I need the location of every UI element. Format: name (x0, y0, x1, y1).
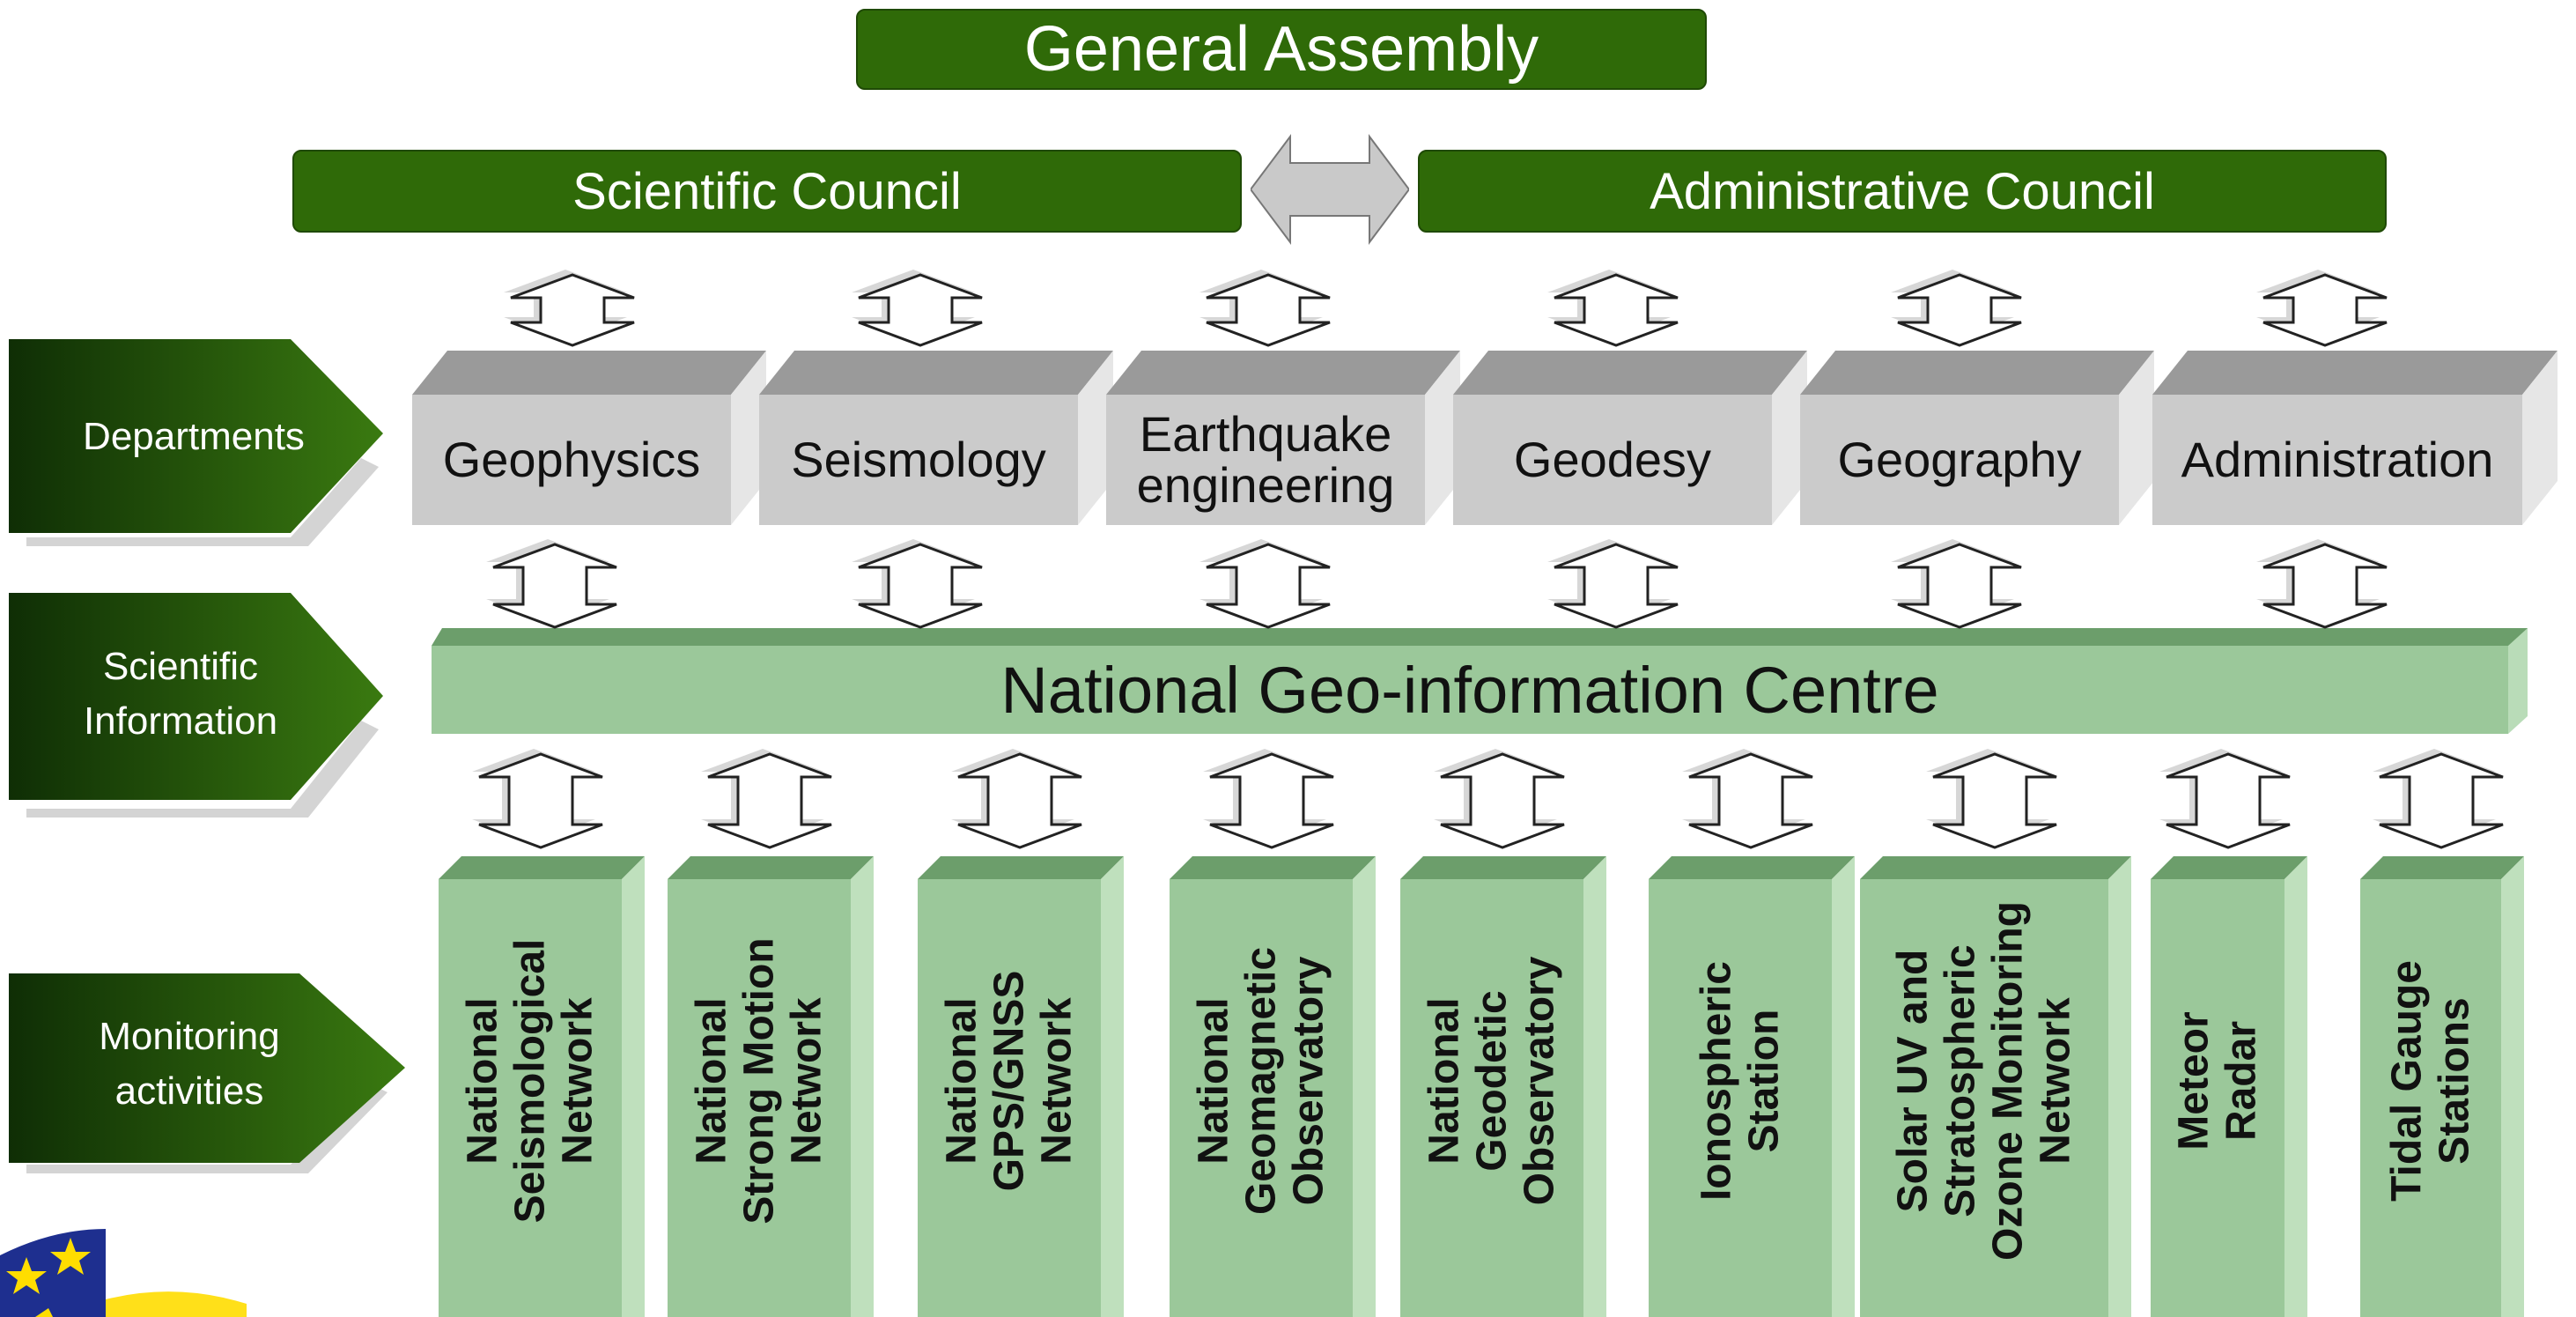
monitoring-text-1: Monitoring (99, 1015, 280, 1058)
department-box-top (1800, 351, 2154, 395)
department-label: Geography (1837, 432, 2082, 487)
vertical-double-arrow-icon (2256, 270, 2388, 347)
department-label: Earthquake engineering (1136, 406, 1395, 513)
organization-logo (0, 1229, 247, 1317)
monitoring-column (439, 856, 645, 1317)
department-box (412, 395, 731, 525)
centre-label: National Geo-information Centre (1000, 653, 1939, 727)
vertical-double-arrow-icon (1547, 539, 1679, 629)
departments-row-label: Departments (18, 410, 370, 464)
national-geo-information-centre: National Geo-information Centre (432, 646, 2508, 734)
department-box-top (412, 351, 766, 395)
vertical-double-arrow-icon (852, 539, 983, 629)
department-box (1106, 395, 1425, 525)
vertical-double-arrow-icon (486, 539, 617, 629)
monitoring-label: Tidal Gauge Stations (2383, 959, 2477, 1202)
department-label: Administration (2181, 432, 2494, 487)
department-box-top (1106, 351, 1460, 395)
department-box-side (2522, 351, 2558, 525)
department-box (1800, 395, 2119, 525)
monitoring-column (1170, 856, 1376, 1317)
vertical-double-arrow-icon (1926, 749, 2057, 849)
department-box-top (1453, 351, 1807, 395)
monitoring-label: Ionospheric Station (1693, 960, 1787, 1201)
scientific-council-box: Scientific Council (292, 150, 1242, 233)
department-box-side (2119, 351, 2154, 525)
monitoring-label: National Strong Motion Network (688, 936, 830, 1225)
monitoring-text-2: activities (114, 1069, 264, 1113)
monitoring-column (1860, 856, 2131, 1317)
vertical-double-arrow-icon (472, 749, 603, 849)
departments-row-text: Departments (83, 415, 305, 458)
department-label: Geodesy (1513, 432, 1712, 487)
vertical-double-arrow-icon (852, 270, 983, 347)
department-box (759, 395, 1078, 525)
monitoring-label: National Geodetic Observatory (1421, 956, 1562, 1205)
department-label: Geophysics (442, 432, 701, 487)
scientific-information-row-label: Scientific Information (4, 640, 357, 749)
council-double-arrow-icon (1251, 134, 1409, 245)
scientific-information-text-2: Information (83, 699, 278, 743)
vertical-double-arrow-icon (504, 270, 635, 347)
vertical-double-arrow-icon (1547, 270, 1679, 347)
department-label: Seismology (791, 432, 1046, 487)
department-box-side (731, 351, 766, 525)
monitoring-column (2360, 856, 2524, 1317)
vertical-double-arrow-icon (1203, 749, 1334, 849)
monitoring-column (668, 856, 874, 1317)
monitoring-label: Meteor Radar (2170, 1010, 2264, 1151)
department-box-top (2152, 351, 2558, 395)
scientific-information-text-1: Scientific (102, 645, 259, 688)
administrative-council-label: Administrative Council (1650, 162, 2155, 220)
vertical-double-arrow-icon (1199, 539, 1331, 629)
monitoring-activities-ribbon (9, 973, 405, 1173)
monitoring-column (918, 856, 1124, 1317)
vertical-double-arrow-icon (2256, 539, 2388, 629)
vertical-double-arrow-icon (1891, 270, 2022, 347)
monitoring-label: Solar UV and Stratospheric Ozone Monitor… (1889, 900, 2078, 1261)
monitoring-label: National Seismological Network (459, 938, 601, 1223)
department-box-side (1078, 351, 1113, 525)
department-box (1453, 395, 1772, 525)
vertical-double-arrow-icon (1434, 749, 1565, 849)
monitoring-column (1649, 856, 1855, 1317)
vertical-double-arrow-icon (1891, 539, 2022, 629)
vertical-double-arrow-icon (1682, 749, 1813, 849)
scientific-council-label: Scientific Council (572, 162, 962, 220)
vertical-double-arrow-icon (2373, 749, 2504, 849)
vertical-double-arrow-icon (2159, 749, 2291, 849)
scientific-information-ribbon (9, 593, 383, 818)
monitoring-label: National Geomagnetic Observatory (1190, 946, 1332, 1215)
monitoring-activities-row-label: Monitoring activities (13, 1010, 365, 1119)
monitoring-column (1400, 856, 1606, 1317)
departments-ribbon (9, 339, 383, 546)
monitoring-label: National GPS/GNSS Network (938, 970, 1080, 1191)
administrative-council-box: Administrative Council (1418, 150, 2387, 233)
vertical-double-arrow-icon (701, 749, 832, 849)
department-box-side (1772, 351, 1807, 525)
monitoring-column (2151, 856, 2307, 1317)
centre-bar-svg (432, 628, 2528, 734)
general-assembly-box: General Assembly (856, 9, 1707, 90)
departments-boxes-svg (412, 351, 2558, 525)
department-box (2152, 395, 2522, 525)
general-assembly-label: General Assembly (1023, 14, 1539, 85)
vertical-double-arrow-icon (951, 749, 1082, 849)
department-box-side (1425, 351, 1460, 525)
department-box-top (759, 351, 1113, 395)
vertical-double-arrow-icon (1199, 270, 1331, 347)
